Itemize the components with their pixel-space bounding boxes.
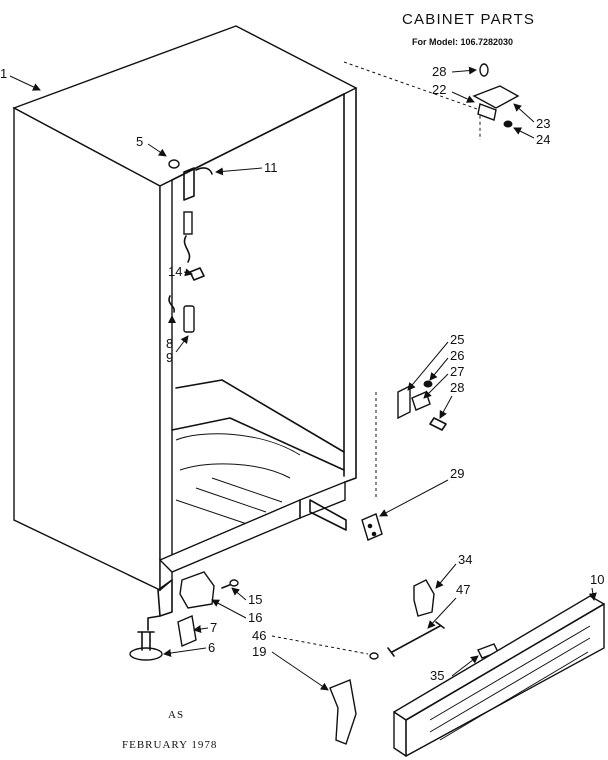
callout-16: 16 xyxy=(248,610,262,625)
callout-6: 6 xyxy=(208,640,215,655)
callout-46: 46 xyxy=(252,628,266,643)
callout-27: 27 xyxy=(450,364,464,379)
base-grille-10 xyxy=(393,595,605,757)
top-hinge-assembly xyxy=(343,61,520,140)
callout-26: 26 xyxy=(450,348,464,363)
plug-5 xyxy=(168,159,180,169)
footer-as: AS xyxy=(168,709,184,721)
model-number: For Model: 106.7282030 xyxy=(412,37,513,47)
callout-22: 22 xyxy=(432,82,446,97)
leveling-leg-6 xyxy=(129,631,163,661)
callout-34: 34 xyxy=(458,552,472,567)
callout-24: 24 xyxy=(536,132,550,147)
callout-28-top: 28 xyxy=(432,64,446,79)
grille-clip-34 xyxy=(413,579,435,617)
callout-15: 15 xyxy=(248,592,262,607)
door-stop-19 xyxy=(329,652,379,745)
callout-23: 23 xyxy=(536,116,550,131)
callout-5: 5 xyxy=(136,134,143,149)
lower-hinge-bracket xyxy=(179,571,239,609)
callout-1: 1 xyxy=(0,66,7,81)
callout-7: 7 xyxy=(210,620,217,635)
thermostat-bracket xyxy=(183,167,213,201)
rod-47 xyxy=(387,621,445,657)
center-hinge-assembly xyxy=(375,380,447,500)
callout-28-mid: 28 xyxy=(450,380,464,395)
hinge-cover-7 xyxy=(177,615,197,647)
callout-25: 25 xyxy=(450,332,464,347)
callout-10: 10 xyxy=(590,572,604,587)
drain-part-9 xyxy=(183,305,195,333)
callout-35: 35 xyxy=(430,668,444,683)
footer-date: FEBRUARY 1978 xyxy=(122,739,217,751)
callout-8: 8 xyxy=(166,336,173,351)
diagram-title: CABINET PARTS xyxy=(402,11,535,28)
callout-47: 47 xyxy=(456,582,470,597)
hinge-plate-29 xyxy=(361,513,383,541)
callout-11: 11 xyxy=(264,160,278,175)
callout-14: 14 xyxy=(168,264,182,279)
cabinet-body xyxy=(12,25,358,631)
clip-14 xyxy=(189,267,205,281)
callout-9: 9 xyxy=(166,350,173,365)
callout-19: 19 xyxy=(252,644,266,659)
callout-29: 29 xyxy=(450,466,464,481)
control-assembly xyxy=(183,211,193,263)
clip-8 xyxy=(168,295,176,313)
